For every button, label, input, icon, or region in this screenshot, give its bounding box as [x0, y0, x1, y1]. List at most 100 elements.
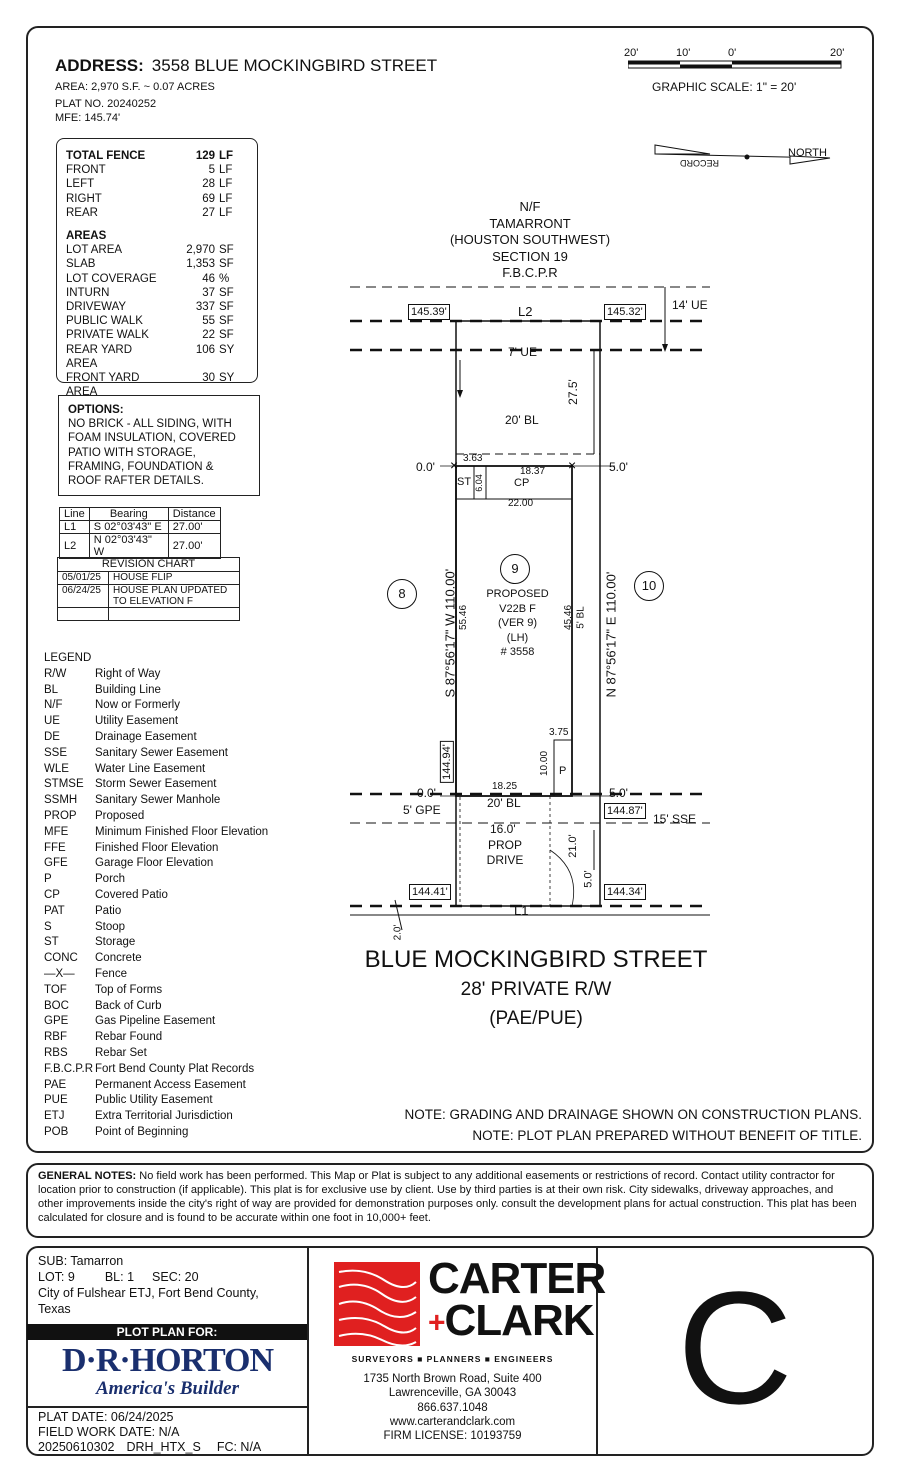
setback-left: 0.0'	[416, 460, 435, 474]
line-cell: L2	[59, 533, 90, 559]
firm-tagline: SURVEYORS ■ PLANNERS ■ ENGINEERS	[351, 1354, 554, 1364]
row-name: FRONT	[66, 164, 106, 177]
row-unit: SF	[219, 286, 234, 299]
setback-right: 5.0'	[609, 460, 628, 474]
line-cell: S 02°03'43" E	[88, 520, 169, 534]
legend-abbrev: GFE	[44, 857, 68, 870]
title-divider-2	[596, 1247, 598, 1455]
bl20-bottom-label: 20' BL	[487, 796, 521, 810]
row-value: 27	[202, 206, 215, 219]
legend-abbrev: FFE	[44, 841, 66, 854]
row-unit: LF	[219, 206, 233, 219]
legend-desc: Proposed	[95, 809, 145, 822]
fence-row: REAR 27 LF	[66, 206, 249, 220]
north-arrow-icon	[654, 144, 831, 165]
address-value: 3558 BLUE MOCKINGBIRD STREET	[151, 56, 438, 75]
legend-desc: Finished Floor Elevation	[95, 841, 219, 854]
lot-8-number: 8	[398, 586, 406, 601]
sheet-letter: C	[677, 1258, 793, 1437]
record-label: RECORD	[680, 158, 720, 168]
street-row: 28' PRIVATE R/W	[460, 979, 612, 1000]
l2-label: L2	[518, 304, 533, 319]
row-unit: LF	[219, 164, 233, 177]
legend-item: —X—Fence	[44, 967, 284, 983]
row-unit: SY	[219, 343, 235, 356]
legend-title: LEGEND	[44, 652, 92, 664]
plat-date: PLAT DATE: 06/24/2025	[38, 1410, 174, 1424]
legend-abbrev: PUE	[44, 1094, 68, 1107]
svg-text:×: ×	[450, 457, 458, 473]
ue14-label: 14' UE	[672, 298, 708, 312]
legend-item: PROP Proposed	[44, 809, 284, 825]
legend-abbrev: SSE	[44, 746, 68, 759]
firm-name-2: CLARK	[444, 1296, 595, 1345]
title-hr	[27, 1406, 307, 1408]
legend-abbrev: MFE	[44, 825, 69, 838]
line-cell: 27.00'	[167, 533, 221, 559]
legend-abbrev: DE	[44, 730, 60, 743]
firm-license: FIRM LICENSE: 10193759	[383, 1430, 522, 1443]
field-date: FIELD WORK DATE: N/A	[38, 1425, 180, 1439]
row-value: 28	[202, 178, 215, 191]
legend-abbrev: POB	[44, 1125, 69, 1138]
legend-abbrev: BL	[44, 683, 59, 696]
legend-desc: Fort Bend County Plat Records	[95, 1062, 255, 1075]
options-line: FRAMING, FOUNDATION &	[68, 460, 214, 473]
lot-value: LOT: 9	[38, 1270, 75, 1284]
legend-abbrev: PAE	[44, 1078, 67, 1091]
scale-bar	[628, 60, 842, 69]
setback-right-2: 5.0'	[609, 786, 628, 800]
city-line: City of Fulshear ETJ, Fort Bend County,	[38, 1286, 259, 1300]
legend-abbrev: PROP	[44, 809, 77, 822]
legend-desc: Drainage Easement	[95, 730, 197, 743]
firm-plus: +	[428, 1306, 446, 1340]
firm-name-1: CARTER	[428, 1254, 606, 1303]
legend-desc: Patio	[95, 904, 122, 917]
firm-contact: 1735 North Brown Road, Suite 400 Lawrenc…	[330, 1372, 575, 1443]
client-tagline: America's Builder	[95, 1378, 240, 1399]
nf-line: (HOUSTON SOUTHWEST)	[449, 232, 611, 247]
row-name: LOT COVERAGE	[66, 272, 157, 285]
firm-address-1: 1735 North Brown Road, Suite 400	[363, 1373, 542, 1385]
row-name: REAR	[66, 206, 98, 219]
house-line: (VER 9)	[497, 617, 538, 629]
legend-desc: Concrete	[95, 952, 142, 965]
drive-line: PROP	[487, 838, 522, 852]
setback-left-2: 0.0'	[417, 786, 436, 800]
address-line: ADDRESS:3558 BLUE MOCKINGBIRD STREET	[55, 56, 437, 76]
dim-5-0-bottom: 5.0'	[582, 870, 595, 888]
elev-144-34: 144.34'	[604, 884, 646, 900]
revision-date	[57, 607, 109, 621]
row-value: 5	[208, 164, 215, 177]
legend-desc: Utility Easement	[95, 715, 179, 728]
client-name: D·R·HORTON	[61, 1342, 274, 1379]
drive-line: DRIVE	[486, 853, 524, 867]
legend-desc: Building Line	[95, 683, 161, 696]
left-bearing: S 87°56'17" W 110.00'	[442, 568, 458, 698]
elev-144-87: 144.87'	[604, 803, 646, 819]
row-unit: %	[219, 272, 230, 285]
row-name: LEFT	[66, 178, 95, 191]
state-line: Texas	[38, 1302, 71, 1316]
row-value: 30	[202, 372, 215, 385]
sub-line: SUB: Tamarron	[38, 1254, 124, 1268]
row-name: INTURN	[66, 286, 110, 299]
legend-abbrev: —X—	[44, 967, 75, 980]
legend-item: FFE Finished Floor Elevation	[44, 841, 284, 857]
sse-label: 15' SSE	[653, 812, 696, 826]
row-unit: SF	[219, 301, 234, 314]
